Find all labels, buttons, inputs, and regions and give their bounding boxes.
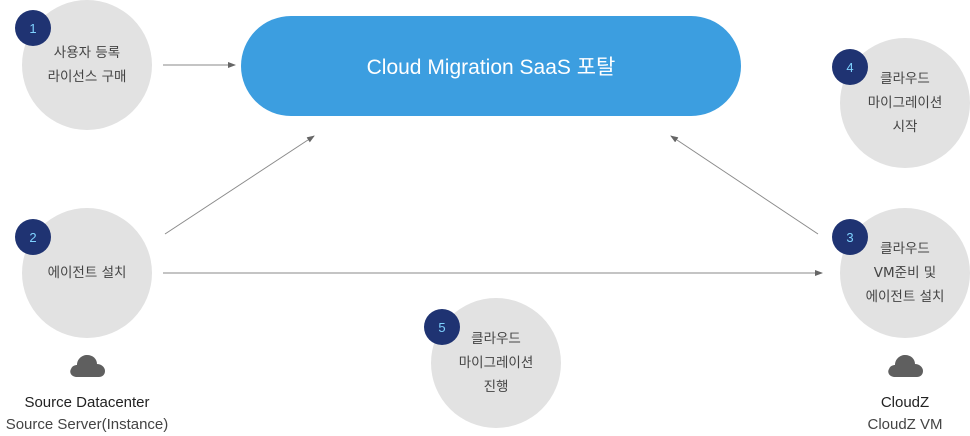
step-3-badge: 3 xyxy=(832,219,868,255)
target-subtitle: CloudZ VM xyxy=(867,416,943,433)
cloud-icon xyxy=(888,355,923,377)
source-title: Source Datacenter xyxy=(24,394,150,411)
step-4-line-2: 마이그레이션 xyxy=(867,95,943,111)
step-3-line-3: 에이전트 설치 xyxy=(865,289,945,305)
step-3-line-2: VM준비 및 xyxy=(873,265,937,281)
arrow-step3-to-portal xyxy=(670,135,819,235)
step-1-line-2: 라이선스 구매 xyxy=(47,69,127,85)
step-5-line-1: 클라우드 xyxy=(471,331,521,347)
step-2-badge: 2 xyxy=(15,219,51,255)
step-2-node: 에이전트 설치 xyxy=(22,208,152,338)
step-4-line-3: 시작 xyxy=(892,119,918,135)
step-4-line-1: 클라우드 xyxy=(880,71,930,87)
step-1-line-1: 사용자 등록 xyxy=(53,45,121,61)
step-3-line-1: 클라우드 xyxy=(880,241,930,257)
step-5-badge: 5 xyxy=(424,309,460,345)
saas-portal-node: Cloud Migration SaaS 포탈 xyxy=(241,16,741,116)
source-caption: Source Datacenter Source Server(Instance… xyxy=(0,392,174,436)
source-subtitle: Source Server(Instance) xyxy=(5,416,169,433)
step-2-line-1: 에이전트 설치 xyxy=(47,265,127,281)
step-4-badge: 4 xyxy=(832,49,868,85)
step-3-node: 클라우드 VM준비 및 에이전트 설치 xyxy=(840,208,970,338)
cloud-icon xyxy=(70,355,105,377)
step-5-line-2: 마이그레이션 xyxy=(458,355,534,371)
target-caption: CloudZ CloudZ VM xyxy=(845,392,965,436)
step-1-badge: 1 xyxy=(15,10,51,46)
portal-label: Cloud Migration SaaS 포탈 xyxy=(366,56,616,79)
target-title: CloudZ xyxy=(880,394,930,411)
arrow-step2-to-portal xyxy=(164,135,315,235)
step-5-line-3: 진행 xyxy=(483,379,509,395)
